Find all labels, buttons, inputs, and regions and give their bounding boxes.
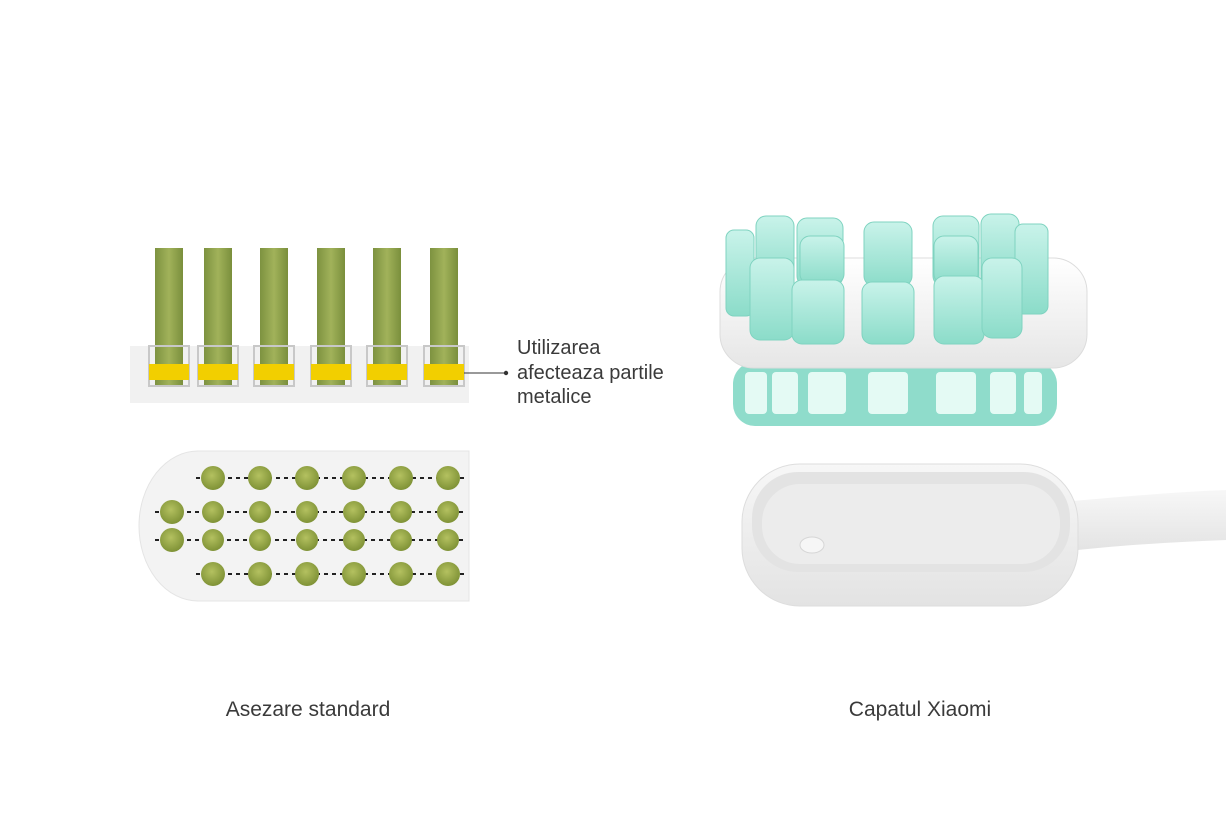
brush-head-top xyxy=(138,450,470,602)
metal-staple-icon xyxy=(311,364,351,380)
bristle-tuft xyxy=(373,248,401,386)
socket-pin xyxy=(799,536,825,554)
callout-line-1: Utilizarea xyxy=(517,337,601,359)
standard-top-view xyxy=(138,450,470,602)
bristle-tuft xyxy=(155,248,183,386)
metal-staple-icon xyxy=(149,364,189,380)
mint-tufts xyxy=(725,213,1049,345)
metal-staple-icon xyxy=(254,364,294,380)
callout-line-3: metalice xyxy=(517,386,592,408)
connector-dot xyxy=(503,370,509,376)
xiaomi-brush-head xyxy=(719,213,1088,426)
metal-staple-icon xyxy=(198,364,238,380)
standard-side-view xyxy=(130,248,509,403)
callout-line-2: afecteaza partile xyxy=(517,361,664,384)
metal-staple-icon xyxy=(424,364,464,380)
socket-floor xyxy=(762,484,1060,564)
bristle-tuft xyxy=(204,248,232,386)
metal-parts-callout: Utilizarea afecteaza partile metalice xyxy=(517,336,717,410)
metal-staple-icon xyxy=(367,364,407,380)
bristle-tuft xyxy=(260,248,288,386)
metal-staples xyxy=(149,364,464,380)
xiaomi-handle xyxy=(741,463,1226,607)
caption-standard: Asezare standard xyxy=(225,698,391,721)
bottom-bristles xyxy=(745,372,1042,414)
caption-xiaomi: Capatul Xiaomi xyxy=(848,698,992,721)
handle-neck xyxy=(1060,490,1226,552)
bristle-tuft xyxy=(430,248,458,386)
bristle-tufts xyxy=(155,248,458,386)
tuft-dots xyxy=(160,466,460,586)
bristle-tuft xyxy=(317,248,345,386)
